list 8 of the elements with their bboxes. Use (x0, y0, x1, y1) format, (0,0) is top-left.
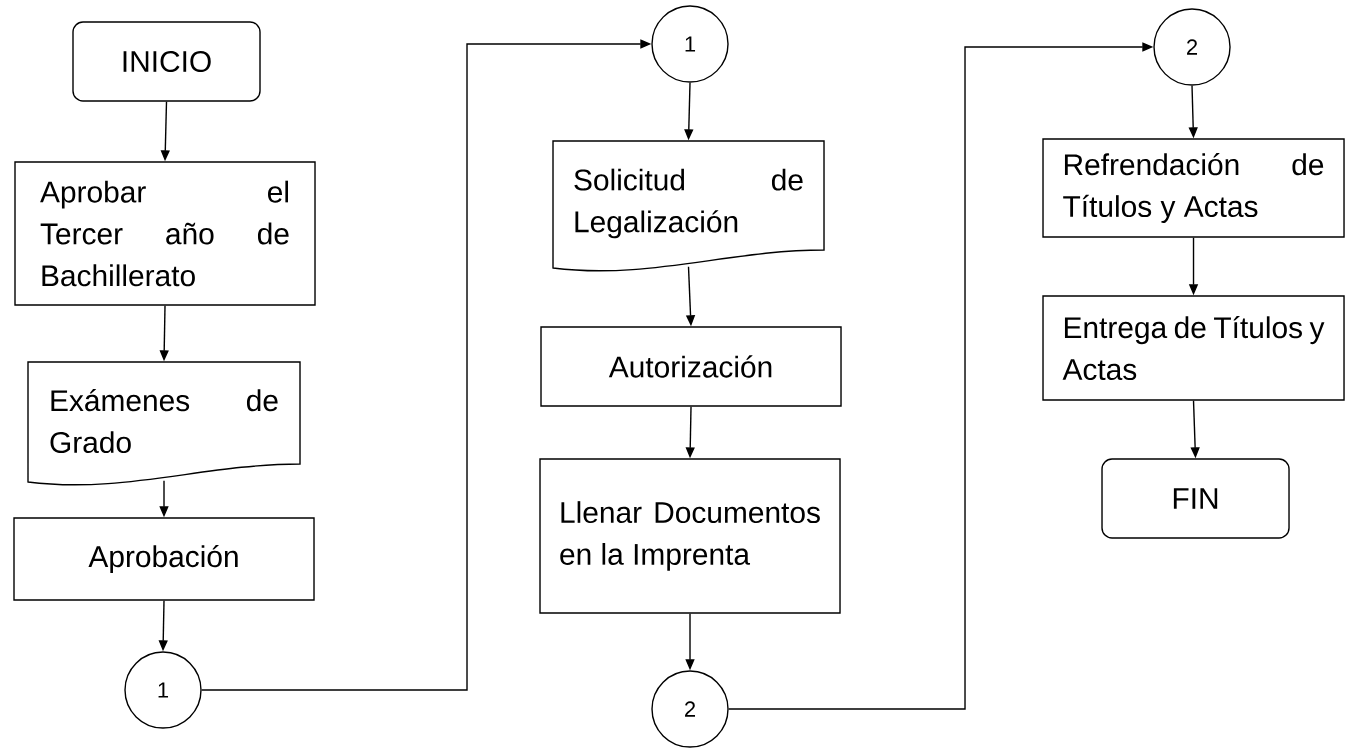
terminal-box: FIN (1101, 458, 1290, 539)
process-box: Entrega de Títulos y Actas (1042, 295, 1345, 401)
process-box: Aprobación (13, 517, 315, 601)
process-box: Autorización (540, 326, 842, 407)
process-box: Refrendación de Títulos y Actas (1042, 138, 1345, 238)
terminal-box: INICIO (72, 21, 261, 102)
process-box: Aprobar el Tercer año de Bachillerato (14, 161, 316, 306)
process-box: Llenar Documentos en la Imprenta (539, 458, 841, 614)
